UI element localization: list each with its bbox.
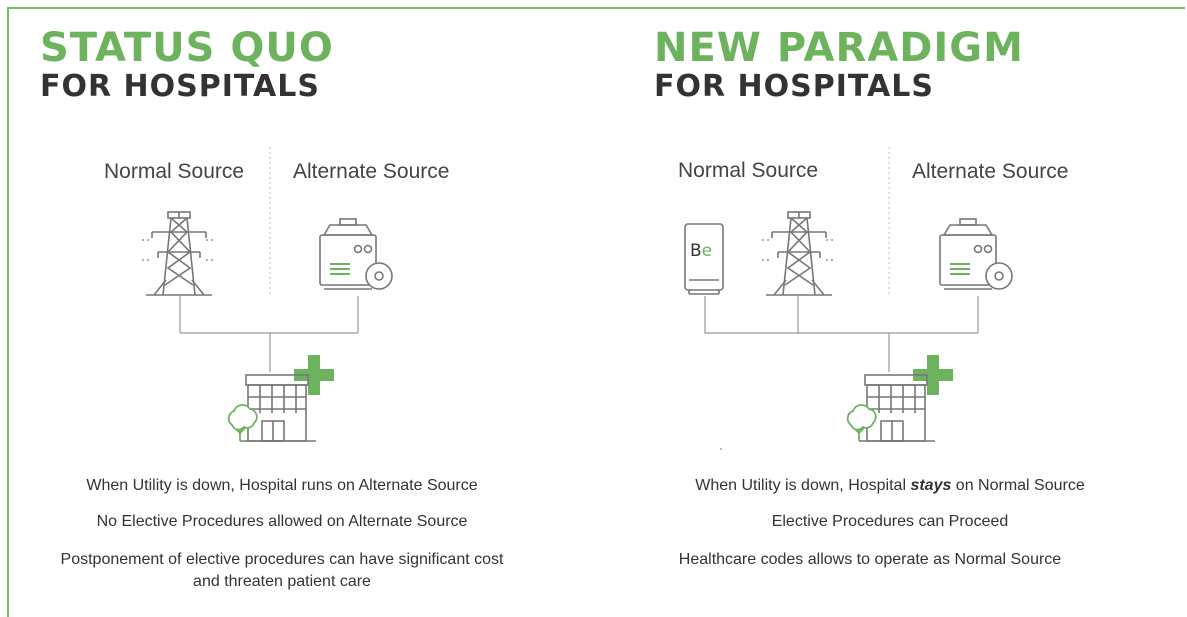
left-alternate-source-label: Alternate Source: [293, 160, 450, 183]
right-statement-1-prefix: When Utility is down, Hospital: [695, 477, 911, 494]
generator-icon: [939, 218, 1013, 290]
hospital-icon: [227, 355, 334, 442]
right-title-primary: NEW PARADIGM: [654, 25, 1024, 71]
left-statement-2: No Elective Procedures allowed on Altern…: [96, 513, 468, 530]
right-normal-source-label: Normal Source: [678, 159, 819, 182]
right-statement-2: Elective Procedures can Proceed: [771, 513, 1009, 530]
right-statement-1-emphasis: stays: [910, 477, 952, 494]
battery-logo-text: Be: [690, 241, 713, 261]
left-statement-1: When Utility is down, Hospital runs on A…: [86, 477, 478, 494]
left-statement-3a: Postponement of elective procedures can …: [60, 551, 504, 568]
power-tower-icon: [762, 211, 836, 296]
right-statement-1-suffix: on Normal Source: [951, 477, 1085, 494]
left-normal-source-label: Normal Source: [104, 160, 245, 183]
power-tower-icon: [142, 211, 216, 296]
generator-icon: [319, 218, 393, 290]
right-statement-1: When Utility is down, Hospital stays on …: [620, 474, 1160, 498]
battery-icon: Be: [682, 222, 726, 298]
right-title-secondary: FOR HOSPITALS: [654, 69, 934, 104]
hospital-icon: [846, 355, 953, 442]
slide-frame: [7, 7, 1185, 617]
left-statement-3b: and threaten patient care: [193, 573, 371, 590]
right-alternate-source-label: Alternate Source: [912, 160, 1069, 183]
left-title-secondary: FOR HOSPITALS: [40, 69, 320, 104]
right-statement-3: Healthcare codes allows to operate as No…: [678, 551, 1062, 568]
left-title-primary: STATUS QUO: [40, 25, 334, 71]
